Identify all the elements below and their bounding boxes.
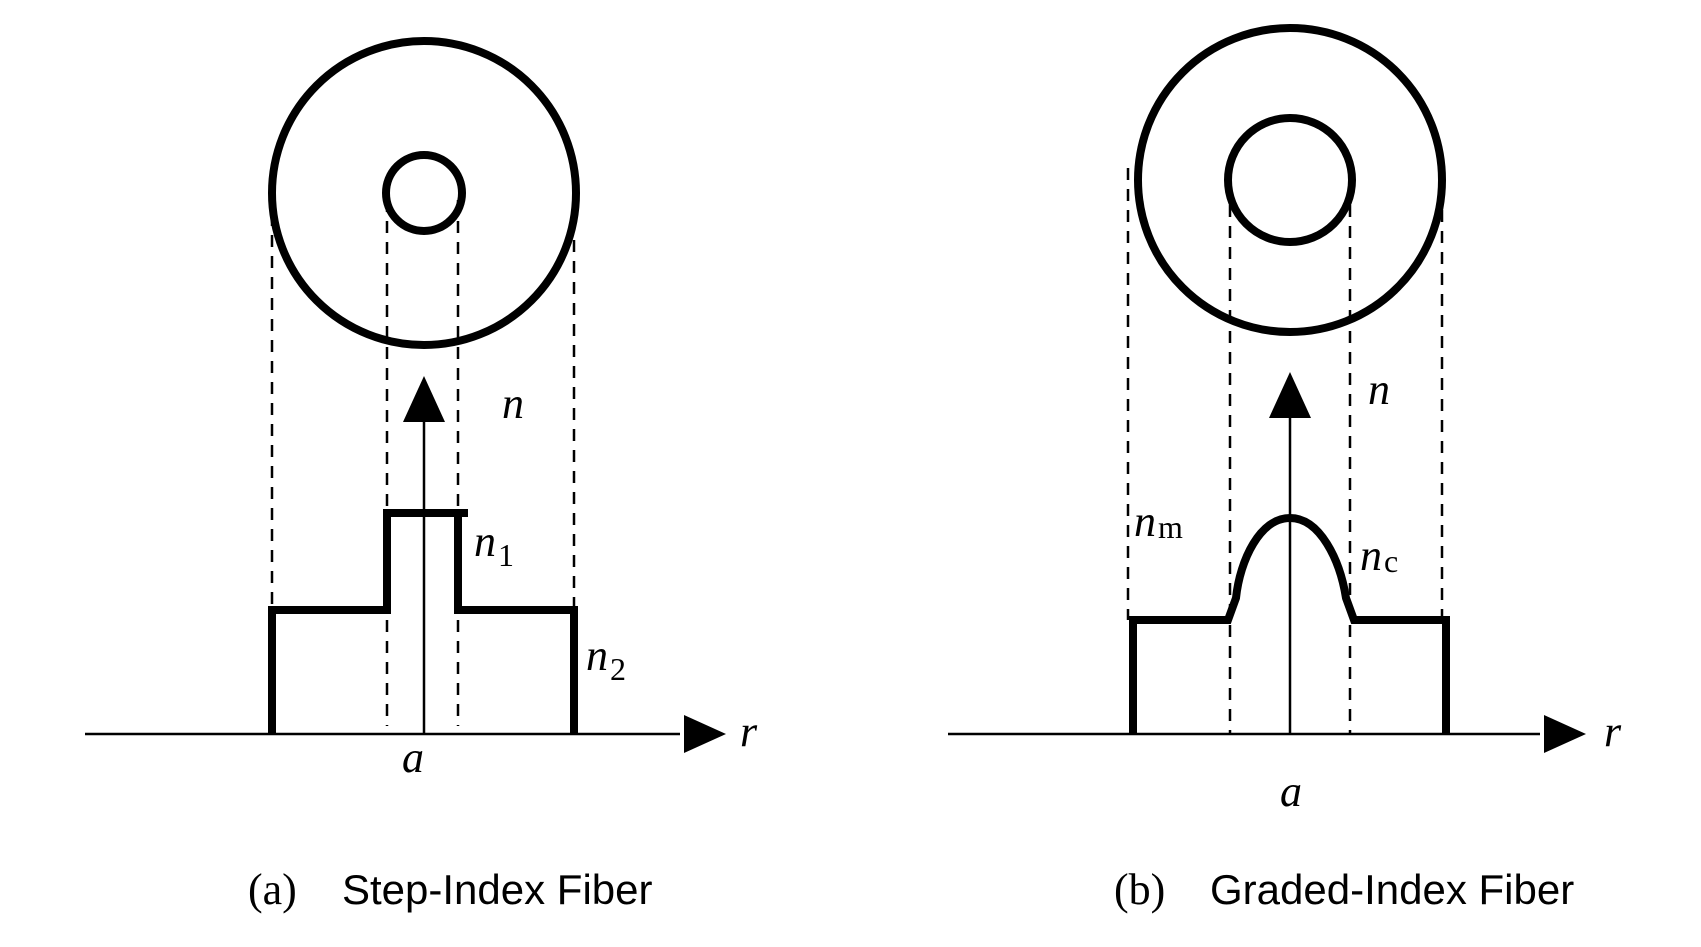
cladding-circle-a [268, 37, 580, 349]
panel-step-index: n r a n1 n2 (a) Step-Index Fiber [85, 37, 758, 914]
core-circle-a [382, 151, 466, 235]
r-axis-arrowhead-a [684, 715, 726, 753]
cladding-circle-b [1134, 24, 1446, 336]
graded-index-profile [1129, 513, 1450, 734]
caption-text-a: Step-Index Fiber [342, 866, 653, 913]
n-axis-arrowhead-a [403, 376, 445, 422]
radius-label-a: a [402, 733, 424, 782]
caption-letter-a: (a) [248, 865, 297, 914]
core-index-label-a: n1 [474, 517, 514, 573]
core-index-label-b: nc [1360, 531, 1398, 580]
caption-letter-b: (b) [1114, 865, 1165, 914]
n-axis-arrowhead-b [1269, 372, 1311, 418]
r-axis-label-b: r [1604, 707, 1622, 756]
core-circle-b [1224, 114, 1356, 246]
r-axis-label-a: r [740, 707, 758, 756]
step-index-profile [268, 509, 578, 734]
caption-text-b: Graded-Index Fiber [1210, 866, 1574, 913]
n-axis-label-a: n [502, 379, 524, 428]
cladding-index-label-b: nm [1134, 497, 1183, 546]
cladding-index-label-a: n2 [586, 631, 626, 687]
panel-graded-index: n r a nm nc (b) Graded-Index Fiber [948, 24, 1622, 914]
n-axis-label-b: n [1368, 365, 1390, 414]
radius-label-b: a [1280, 767, 1302, 816]
r-axis-arrowhead-b [1544, 715, 1586, 753]
